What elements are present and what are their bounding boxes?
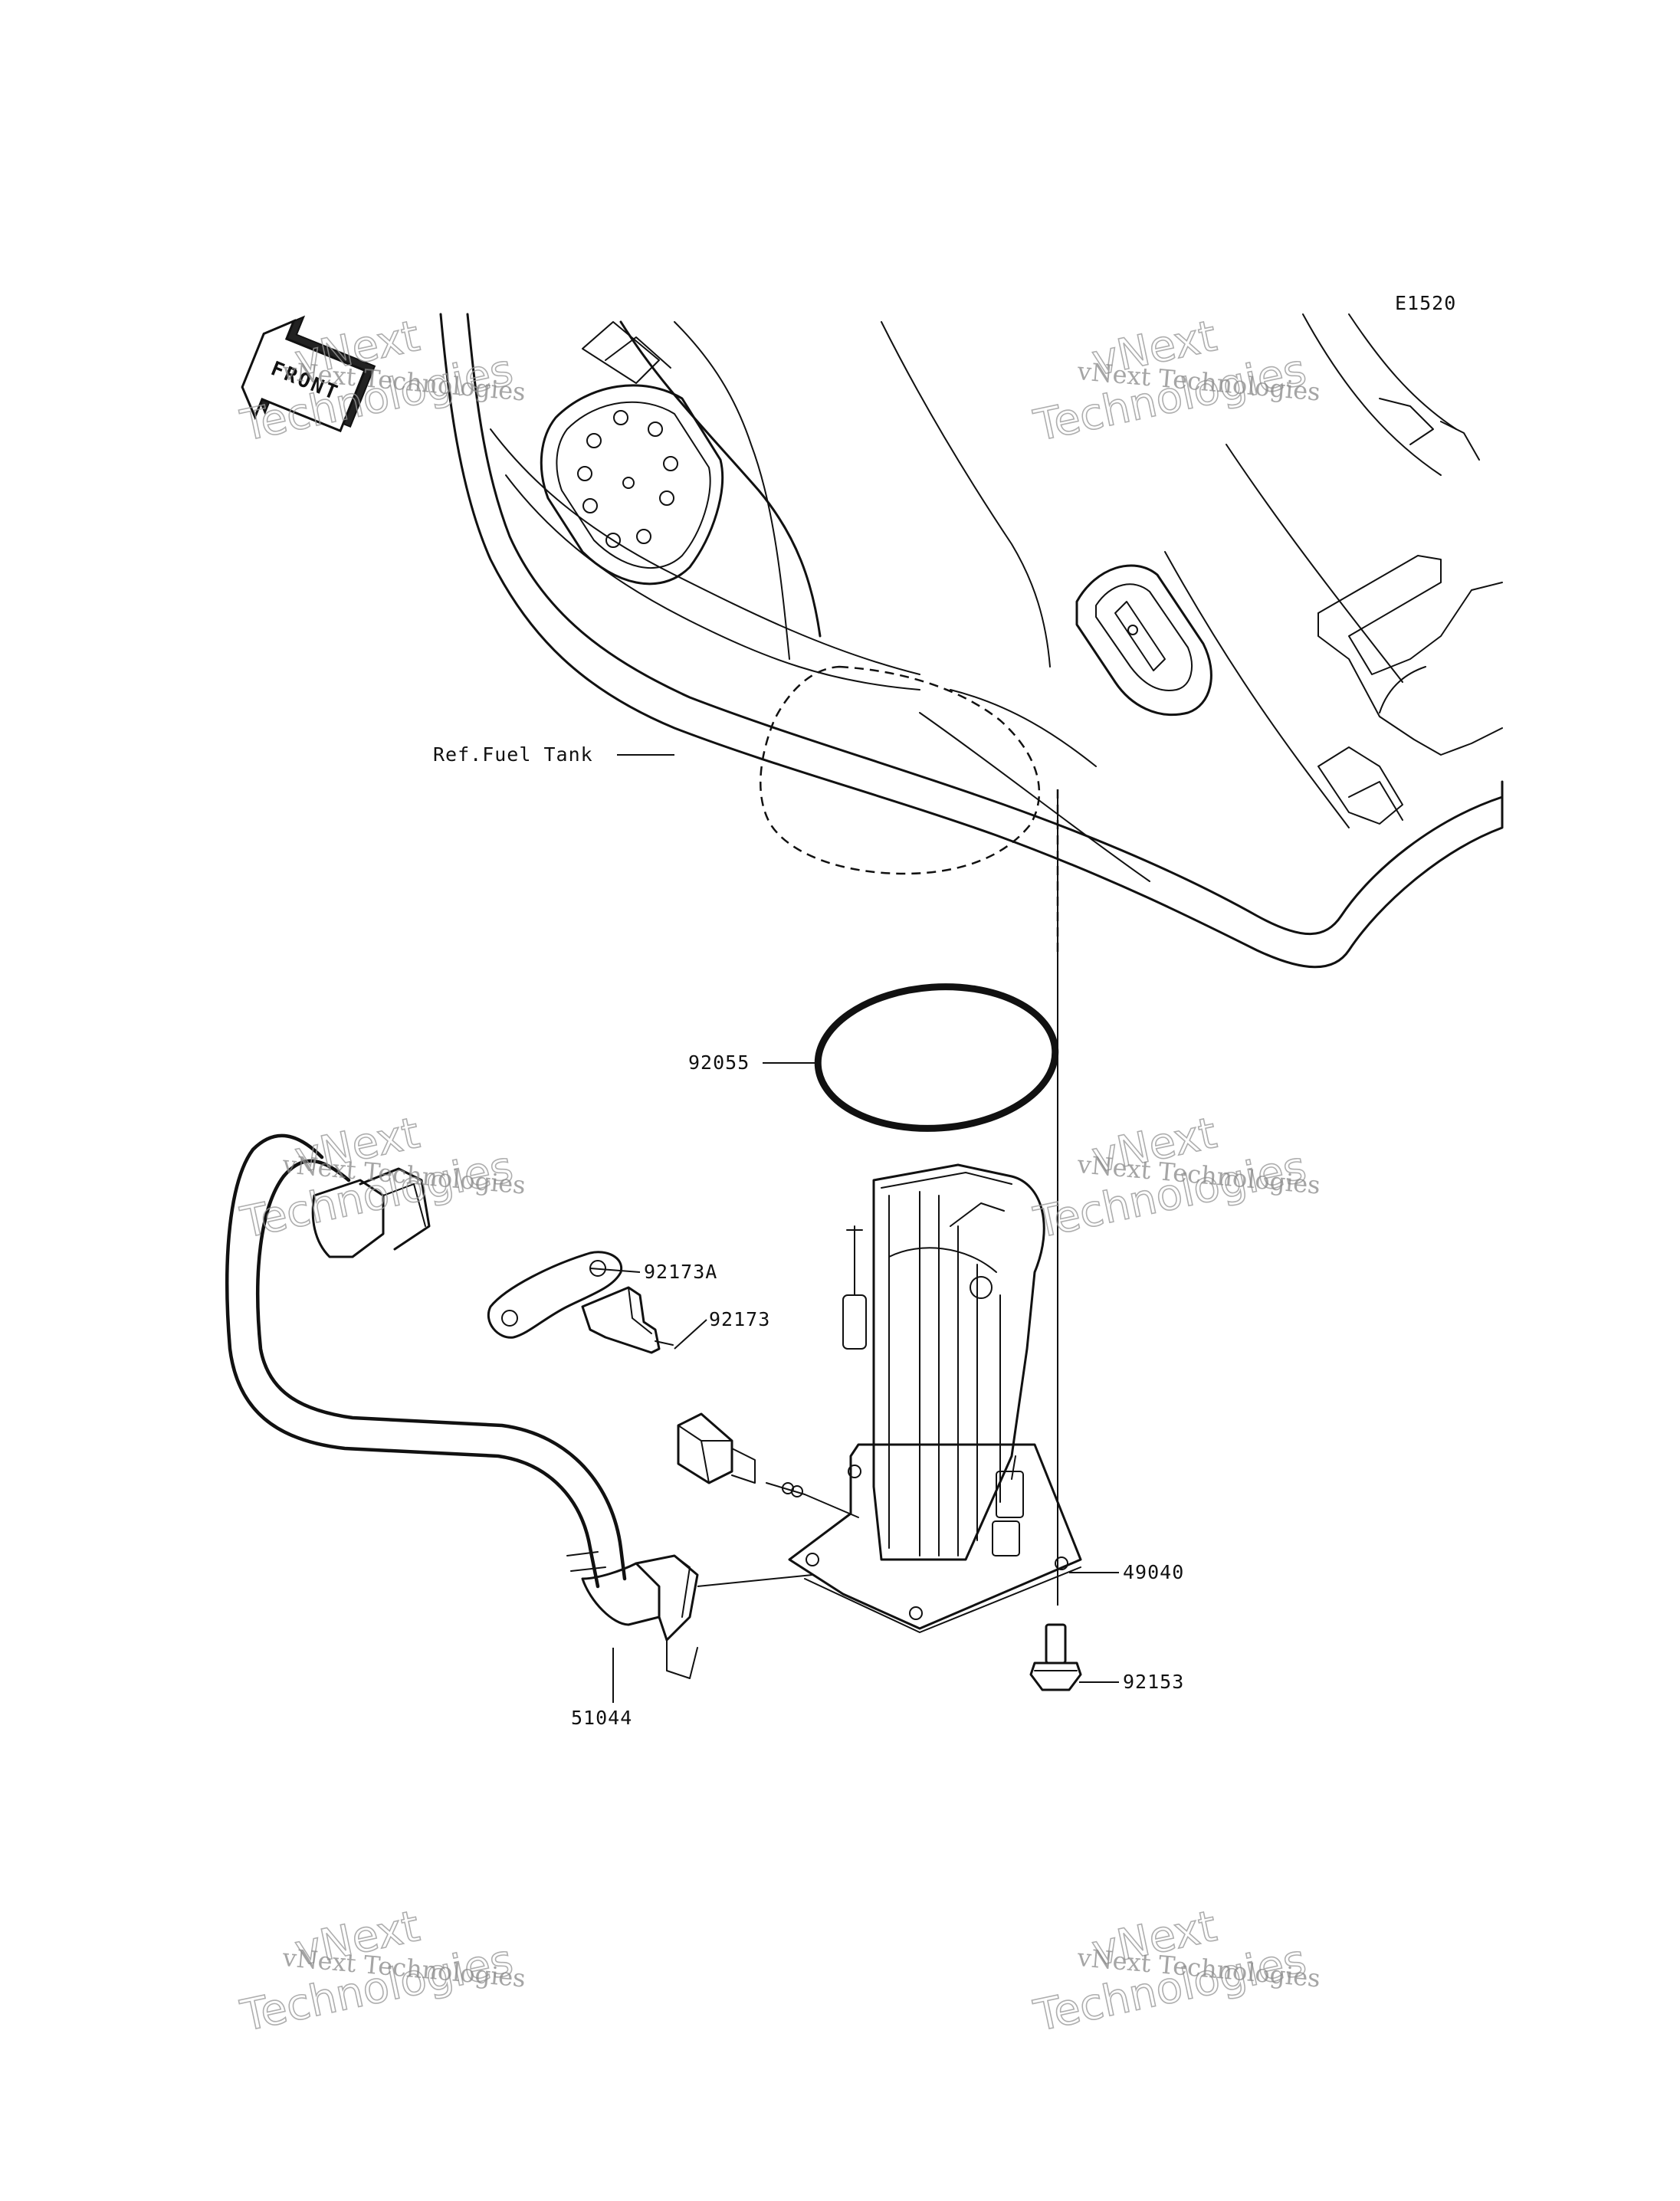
part-number-51044: 51044 <box>571 1707 632 1729</box>
part-number-92173: 92173 <box>709 1308 770 1330</box>
tank-mount-bracket <box>1075 564 1212 717</box>
fuel-filler-cap <box>540 321 724 586</box>
pump-opening-outline <box>760 665 1041 875</box>
watermark-bottom-left: vNext Technologies vNext Technologies <box>236 1901 527 2042</box>
part-number-92173A: 92173A <box>644 1261 717 1283</box>
part-number-92055: 92055 <box>688 1051 750 1074</box>
ref-fuel-tank-label: Ref.Fuel Tank <box>433 743 593 766</box>
part-number-49040: 49040 <box>1123 1561 1184 1583</box>
watermark-mid-left: vNext Technologies vNext Technologies <box>236 1107 527 1248</box>
watermark-top-right: vNext Technologies vNext Technologies <box>1029 310 1322 451</box>
diagram-code: E1520 <box>1395 292 1456 314</box>
front-direction-arrow <box>241 315 376 433</box>
clip-92173 <box>581 1286 674 1354</box>
fuel-hose-51044 <box>225 1133 699 1679</box>
part-number-92153: 92153 <box>1123 1671 1184 1693</box>
watermark-mid-right: vNext Technologies vNext Technologies <box>1029 1107 1322 1248</box>
clamp-plate-92173A <box>487 1251 623 1339</box>
tank-rear-bracket <box>1317 398 1503 825</box>
o-ring-92055 <box>814 983 1059 1132</box>
bolt-92153 <box>1029 1623 1082 1691</box>
watermark-bottom-right: vNext Technologies vNext Technologies <box>1029 1901 1322 2042</box>
fuel-pump-assembly-49040 <box>677 1163 1082 1633</box>
fuel-tank-outline <box>439 313 1504 969</box>
